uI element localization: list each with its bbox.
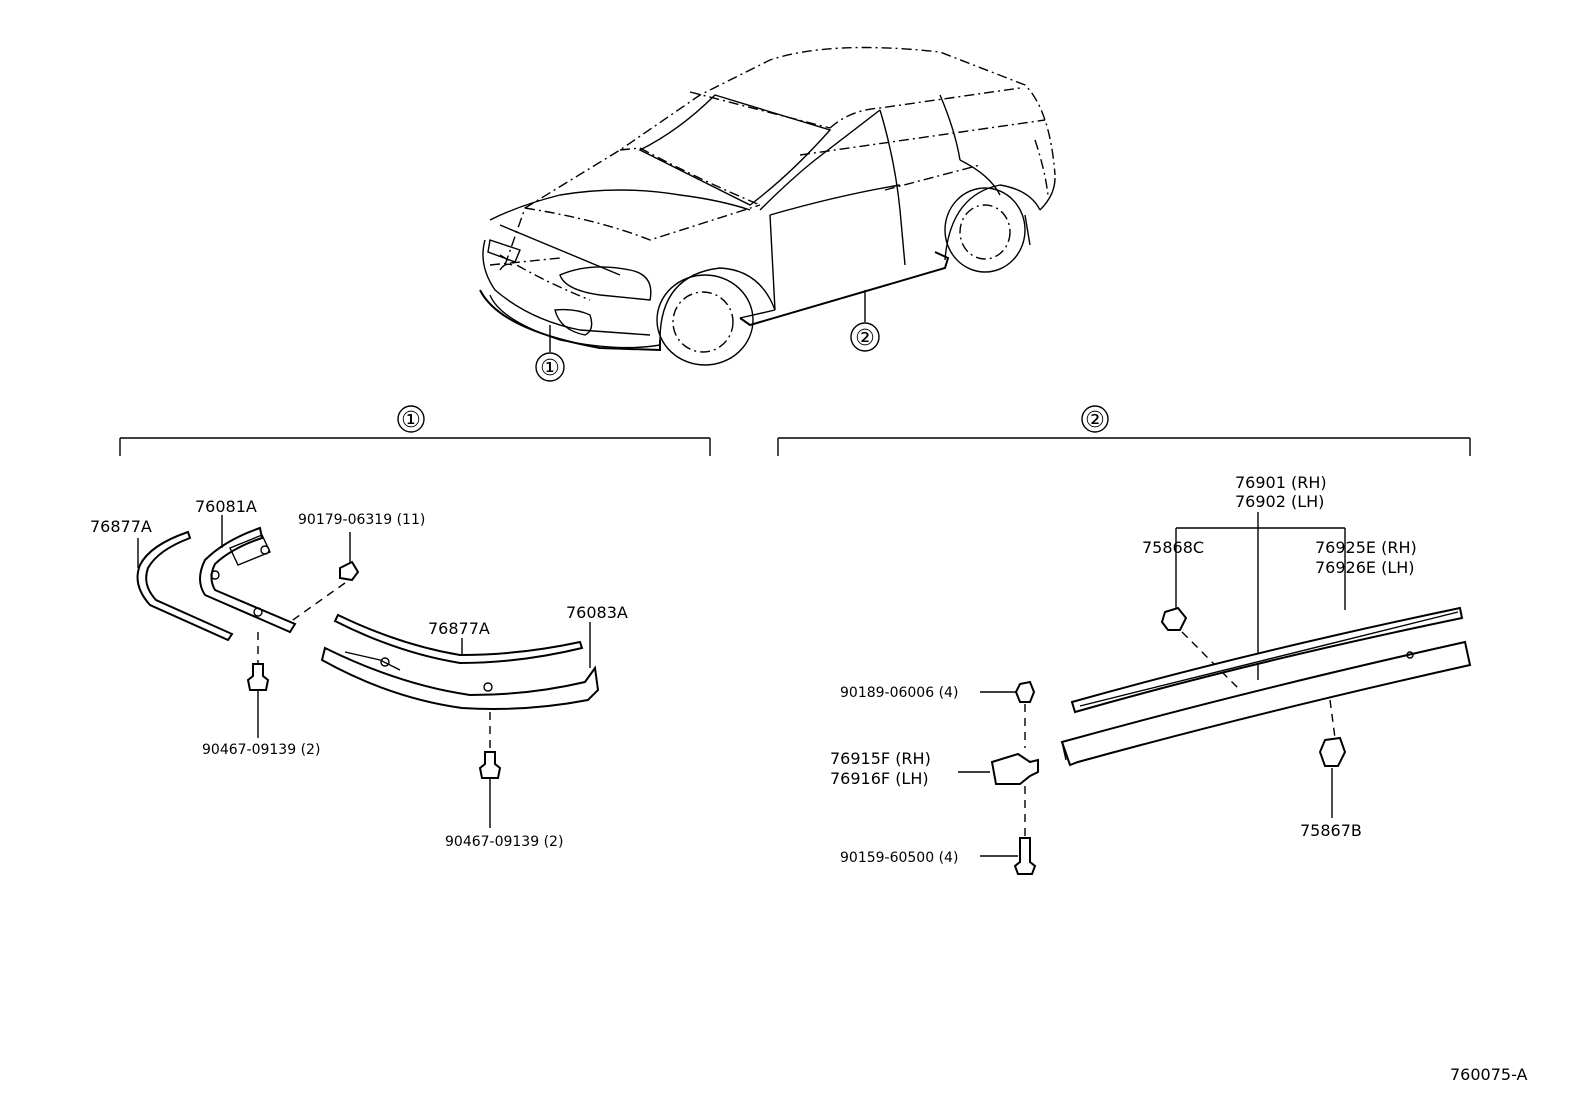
label-75868C: 75868C [1142, 538, 1204, 557]
car-ref-1: ① [540, 356, 560, 381]
label-76916F: 76916F (LH) [830, 769, 929, 788]
label-76915F: 76915F (RH) [830, 749, 931, 768]
car-ref-2: ② [855, 326, 875, 351]
car-ref-1-circle [535, 352, 565, 382]
part-76081A-bracket [199, 526, 297, 634]
part-90179-nut [339, 560, 360, 582]
label-90189: 90189-06006 (4) [840, 685, 958, 701]
group-1-bracket [119, 437, 711, 456]
label-76083A: 76083A [566, 603, 628, 622]
group-2-circle [1081, 405, 1109, 433]
part-90467-clip-left [246, 663, 270, 700]
part-76877A-left-strip [136, 530, 234, 642]
label-76877A-b: 76877A [428, 619, 490, 638]
part-76877A-lower-strip [333, 613, 584, 665]
label-76925E: 76925E (RH) [1315, 538, 1417, 557]
car-illustration [479, 46, 1056, 366]
label-76877A-a: 76877A [90, 517, 152, 536]
label-75867B: 75867B [1300, 821, 1362, 840]
part-76083A-spoiler [320, 646, 600, 710]
group-2-label: ② [1085, 408, 1105, 433]
label-76081A: 76081A [195, 497, 257, 516]
part-75868C-clip [1160, 606, 1188, 631]
label-76926E: 76926E (LH) [1315, 558, 1415, 577]
group-1-label: ① [401, 408, 421, 433]
part-76915F-bracket [990, 752, 1039, 785]
part-90159-screw [1013, 837, 1037, 875]
bracket-76901 [1175, 512, 1346, 680]
label-90467-b: 90467-09139 (2) [445, 834, 563, 850]
label-90179: 90179-06319 (11) [298, 512, 425, 528]
part-76901-rocker [1060, 640, 1472, 767]
label-90159: 90159-60500 (4) [840, 850, 958, 866]
group-2-bracket [777, 437, 1471, 456]
label-76902: 76902 (LH) [1235, 492, 1324, 511]
dash-75867B [1329, 699, 1336, 739]
label-90467-a: 90467-09139 (2) [202, 742, 320, 758]
part-90467-clip-right [478, 751, 502, 788]
label-76901: 76901 (RH) [1235, 473, 1327, 492]
diagram-id: 760075-A [1450, 1065, 1528, 1084]
group-1-circle [397, 405, 425, 433]
part-90189-nut [1014, 680, 1036, 703]
part-75867B-clip [1318, 736, 1347, 767]
car-ref-2-circle [850, 322, 880, 352]
dash-90179 [289, 582, 346, 623]
part-76925E-moulding [1070, 606, 1464, 714]
